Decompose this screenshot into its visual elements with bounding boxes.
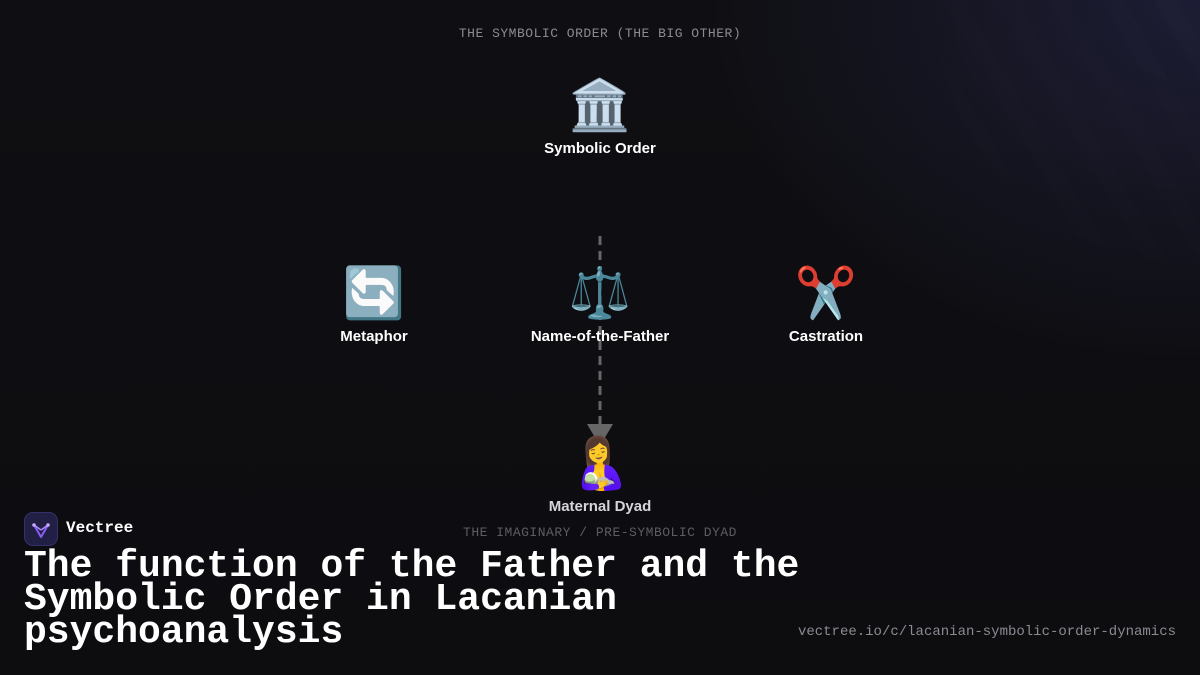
background-stripes	[700, 0, 1200, 500]
symbolic-order-zone-label: THE SYMBOLIC ORDER (THE BIG OTHER)	[458, 26, 742, 41]
scissors-icon: ✂️	[794, 265, 858, 321]
page-title: The function of the Father and the Symbo…	[24, 545, 800, 654]
node-label: Maternal Dyad	[548, 498, 652, 515]
node-castration[interactable]: ✂️ Castration	[726, 264, 926, 345]
woman-feeding-baby-icon: 🤱	[568, 435, 632, 491]
balance-scale-icon: ⚖️	[568, 265, 632, 321]
classical-building-icon: 🏛️	[568, 77, 632, 133]
vectree-logo-icon[interactable]	[24, 512, 58, 546]
brand-name: Vectree	[66, 519, 134, 537]
node-name-of-the-father[interactable]: ⚖️ Name-of-the-Father	[500, 264, 700, 345]
node-metaphor[interactable]: 🔄 Metaphor	[274, 264, 474, 345]
node-label: Metaphor	[340, 328, 408, 345]
imaginary-dyad-zone-label: THE IMAGINARY / PRE-SYMBOLIC DYAD	[463, 525, 737, 540]
node-label: Name-of-the-Father	[530, 328, 670, 345]
node-label: Castration	[788, 328, 864, 345]
node-label: Symbolic Order	[544, 140, 656, 157]
edge-arrowhead	[587, 424, 613, 446]
node-maternal-dyad[interactable]: 🤱 Maternal Dyad	[500, 434, 700, 515]
page-url[interactable]: vectree.io/c/lacanian-symbolic-order-dyn…	[797, 624, 1176, 640]
cycle-arrows-icon: 🔄	[342, 265, 406, 321]
node-symbolic-order[interactable]: 🏛️ Symbolic Order	[500, 76, 700, 157]
